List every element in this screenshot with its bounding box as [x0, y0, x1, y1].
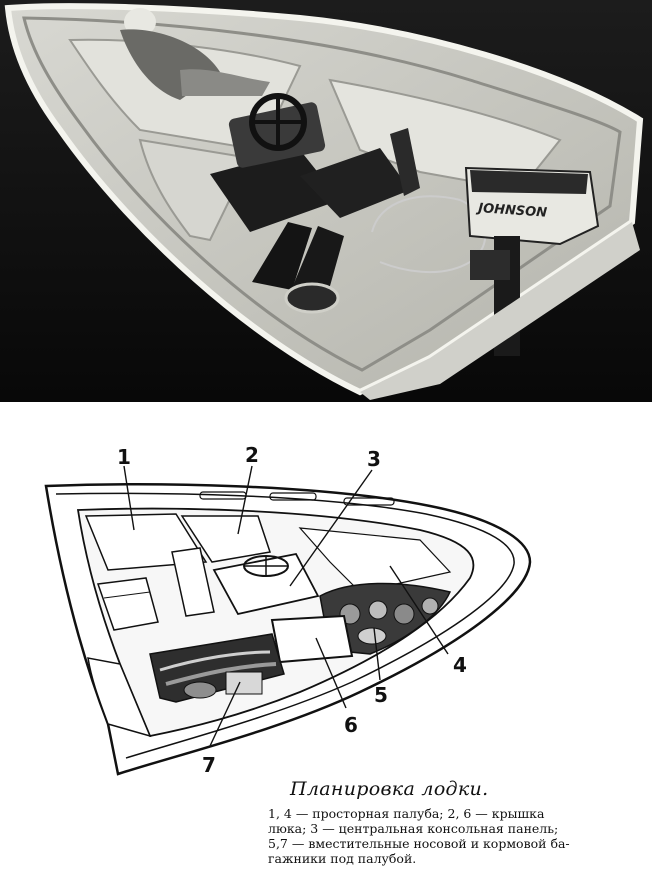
caption-line-1: 1, 4 — просторная палуба; 2, 6 — крышка: [268, 806, 545, 821]
callout-4: 4: [453, 653, 467, 677]
caption-title: Планировка лодки.: [290, 778, 489, 800]
caption-line-3: 5,7 — вместительные носовой и кормовой б…: [268, 836, 570, 851]
callout-5: 5: [374, 683, 388, 707]
console-panel-3: [212, 552, 320, 616]
callout-6: 6: [344, 713, 358, 737]
flipper-right: [292, 226, 344, 288]
transom-edge: [360, 222, 640, 400]
layout-diagram-drawing: 1 2 3 4 5 6 7: [44, 443, 532, 777]
dive-mask: [284, 282, 340, 314]
leader-line-2: [237, 465, 253, 535]
stern-deck-panel: [328, 78, 562, 192]
leader-line-4: [389, 565, 449, 655]
person-head: [124, 8, 156, 36]
front-seat: [96, 577, 159, 631]
leader-line-5: [373, 627, 381, 681]
bow-storage-5: [319, 582, 452, 655]
diagram-gunwale: [55, 492, 515, 759]
hatch-cover-6: [270, 614, 354, 664]
caption-line-2: люка; 3 — центральная консольная панель;: [268, 821, 559, 836]
transom: [87, 657, 152, 738]
flipper-left: [252, 222, 312, 290]
boat-photo-drawing: JOHNSON: [0, 0, 652, 402]
caption-body: 1, 4 — просторная палуба; 2, 6 — крышка …: [268, 806, 646, 866]
side-deck-panel: [138, 138, 252, 242]
caption-line-4: гажники под палубой.: [268, 851, 417, 866]
leader-line-1: [123, 465, 135, 531]
callout-1: 1: [117, 445, 131, 469]
leader-line-7: [209, 681, 241, 747]
motor-brand-label: JOHNSON: [475, 201, 548, 221]
callout-7: 7: [202, 753, 216, 777]
caption: Планировка лодки. 1, 4 — просторная палу…: [268, 778, 646, 866]
callout-2: 2: [245, 443, 259, 467]
gunwale-line: [22, 16, 622, 372]
layout-diagram: 1 2 3 4 5 6 7: [0, 402, 652, 792]
seat-photo: [300, 148, 410, 218]
leader-line-6: [315, 637, 347, 709]
open-hatch: [210, 150, 340, 232]
deck-area-4: [298, 527, 452, 593]
rear-seat: [171, 547, 215, 617]
boat-photo: JOHNSON: [0, 0, 652, 402]
leader-line-3: [289, 469, 373, 587]
hatch-cover-2: [180, 515, 271, 563]
callout-3: 3: [367, 447, 381, 471]
